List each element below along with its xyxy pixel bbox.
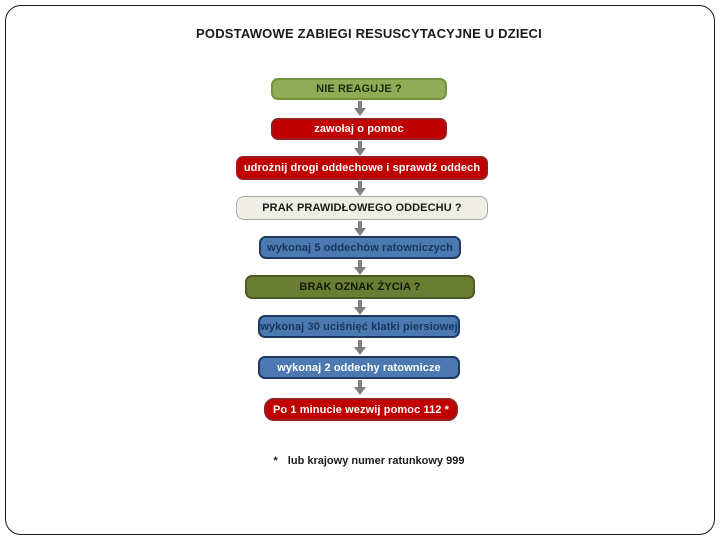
- arrow-down-icon: [354, 260, 366, 275]
- footnote-asterisk: *: [273, 455, 278, 467]
- step-2-oddechy: wykonaj 2 oddechy ratownicze: [258, 356, 460, 379]
- step-brak-oddechu: PRAK PRAWIDŁOWEGO ODDECHU ?: [236, 196, 488, 220]
- arrow-down-icon: [354, 141, 366, 156]
- step-udroznij-drogi: udrożnij drogi oddechowe i sprawdź oddec…: [236, 156, 488, 180]
- step-brak-oznak-zycia: BRAK OZNAK ŻYCIA ?: [245, 275, 475, 299]
- step-5-oddechow: wykonaj 5 oddechów ratowniczych: [259, 236, 461, 259]
- slide-border: [5, 5, 715, 535]
- arrow-down-icon: [354, 340, 366, 355]
- step-zawolaj-o-pomoc: zawołaj o pomoc: [271, 118, 447, 140]
- slide-title: PODSTAWOWE ZABIEGI RESUSCYTACYJNE U DZIE…: [196, 26, 542, 41]
- arrow-down-icon: [354, 181, 366, 196]
- arrow-down-icon: [354, 380, 366, 395]
- step-wezwij-pomoc-112: Po 1 minucie wezwij pomoc 112 *: [264, 398, 458, 421]
- step-30-ucisniec: wykonaj 30 uciśnięć klatki piersiowej: [258, 315, 460, 338]
- arrow-down-icon: [354, 101, 366, 116]
- step-nie-reaguje: NIE REAGUJE ?: [271, 78, 447, 100]
- arrow-down-icon: [354, 300, 366, 315]
- footnote-text: lub krajowy numer ratunkowy 999: [287, 455, 465, 467]
- footnote: * lub krajowy numer ratunkowy 999: [9, 455, 720, 467]
- arrow-down-icon: [354, 221, 366, 236]
